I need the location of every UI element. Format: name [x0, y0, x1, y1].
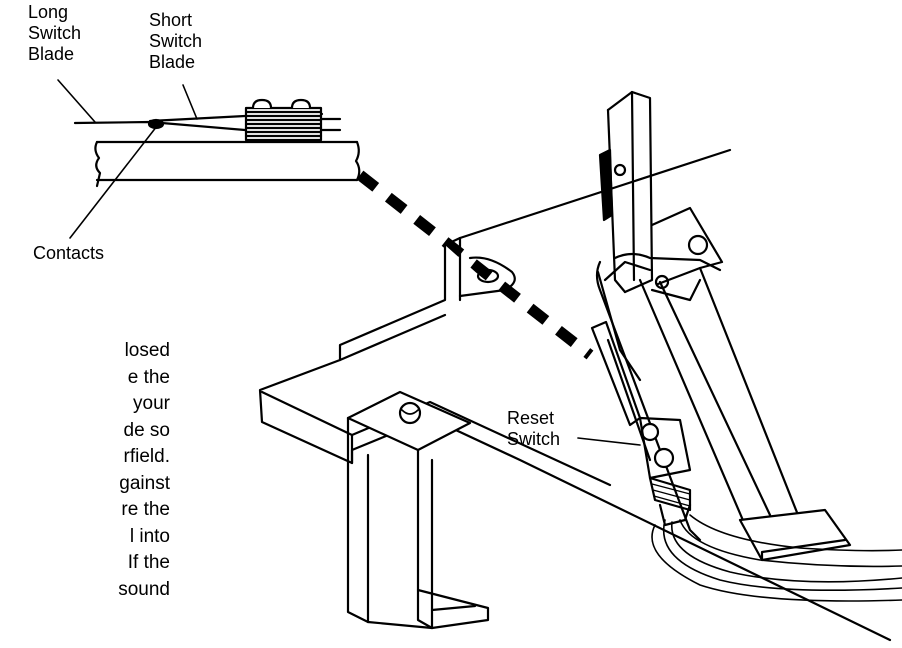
- rail-foot: [738, 508, 852, 562]
- long-switch-blade-label: Long Switch Blade: [28, 2, 82, 64]
- screw-head: [251, 98, 273, 110]
- body-text-line: e the: [127, 366, 170, 388]
- body-text-line: gainst: [119, 472, 170, 494]
- playfield-panel: [258, 243, 892, 642]
- bracket-screw: [398, 401, 422, 425]
- reset-switch-label: Reset Switch: [507, 408, 561, 449]
- upper-bracket: [650, 206, 724, 290]
- cropped-body-text: losed e the your de so rfield. gainst re…: [0, 338, 170, 603]
- short-switch-blade-label: Short Switch Blade: [149, 10, 203, 72]
- short-blade-leader: [182, 84, 198, 120]
- body-text-line: rfield.: [123, 446, 170, 467]
- contacts-leader: [69, 125, 158, 239]
- corner-slot: [458, 256, 516, 298]
- callout-dashed-line: [356, 170, 594, 360]
- body-text-line: re the: [121, 499, 170, 520]
- body-text-line: de so: [123, 419, 170, 441]
- cabinet-assembly: [258, 90, 902, 642]
- body-text-line: If the: [127, 552, 170, 573]
- screw-head: [290, 98, 312, 110]
- upright-rail: [598, 90, 654, 294]
- body-text-line: sound: [118, 578, 170, 600]
- slanted-rail: [595, 252, 802, 542]
- body-text-line: l into: [129, 525, 170, 547]
- switch-detail-inset: [57, 79, 361, 239]
- reset-switch-leader: [577, 437, 641, 446]
- body-text-line: your: [133, 393, 170, 414]
- reset-switch: [590, 320, 692, 527]
- inset-board: [94, 140, 361, 188]
- contacts-label: Contacts: [33, 243, 105, 263]
- long-blade-leader: [57, 79, 96, 123]
- mounting-bracket: [346, 390, 490, 630]
- insulator-stack: [244, 106, 342, 142]
- body-text-line: losed: [124, 340, 170, 361]
- wire-bundle: [651, 514, 902, 602]
